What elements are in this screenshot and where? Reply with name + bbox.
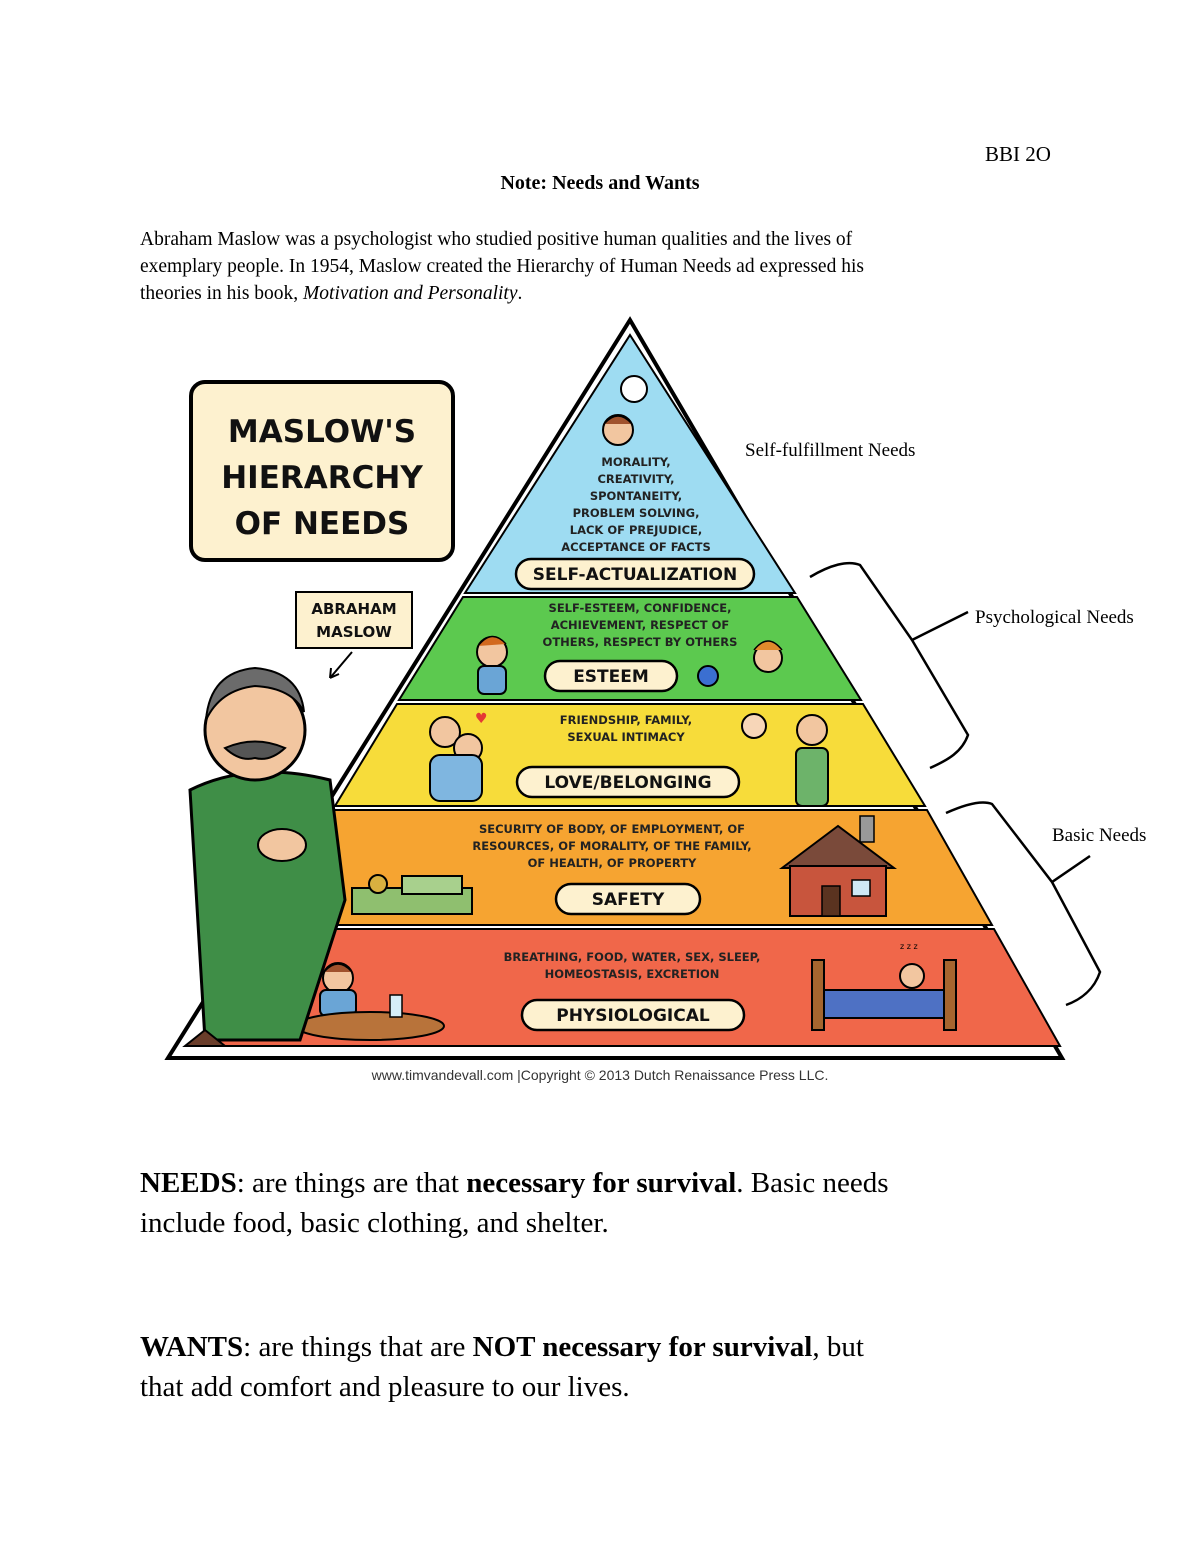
self-actualization-desc-2: CREATIVITY, — [597, 472, 674, 486]
intro-line-1: Abraham Maslow was a psychologist who st… — [140, 229, 853, 250]
love-desc-1: FRIENDSHIP, FAMILY, — [560, 713, 692, 727]
love-desc-2: SEXUAL INTIMACY — [567, 730, 685, 744]
safety-desc-3: OF HEALTH, OF PROPERTY — [528, 856, 697, 870]
pill-self-actualization — [514, 557, 756, 591]
safety-desc-2: RESOURCES, OF MORALITY, OF THE FAMILY, — [472, 839, 751, 853]
basic-needs-label: Basic Needs — [1052, 825, 1146, 846]
maslow-character-illustration — [182, 666, 347, 1047]
psychological-brace — [809, 561, 970, 770]
level-name-physiological: PHYSIOLOGICAL — [556, 1006, 710, 1026]
intro-period: . — [517, 283, 523, 304]
intro-paragraph: Abraham Maslow was a psychologist who st… — [140, 226, 1060, 307]
pill-love-belonging — [515, 765, 741, 799]
figure-title-line-2: HIERARCHY — [221, 460, 423, 496]
safety-desc-1: SECURITY OF BODY, OF EMPLOYMENT, OF — [479, 822, 745, 836]
pill-esteem — [543, 659, 679, 693]
esteem-desc-1: SELF-ESTEEM, CONFIDENCE, — [549, 601, 732, 615]
page-title: Note: Needs and Wants — [500, 172, 700, 194]
physiological-desc-1: BREATHING, FOOD, WATER, SEX, SLEEP, — [504, 950, 761, 964]
maslow-pyramid-figure: MORALITY, CREATIVITY, SPONTANEITY, PROBL… — [164, 316, 1146, 1060]
self-actualization-desc-6: ACCEPTANCE OF FACTS — [561, 540, 710, 554]
needs-text-2: . Basic needs — [736, 1167, 889, 1199]
parent-baby-illustration — [741, 713, 829, 807]
arrow-icon — [329, 651, 353, 679]
sleep-zzz-icon: z z z — [900, 942, 918, 951]
level-name-love-belonging: LOVE/BELONGING — [544, 773, 711, 793]
intro-line-3: theories in his book, Motivation and Per… — [140, 280, 1060, 307]
level-name-self-actualization: SELF-ACTUALIZATION — [533, 565, 737, 585]
band-self-actualization — [463, 333, 797, 594]
wants-line-2: that add comfort and pleasure to our liv… — [140, 1371, 630, 1403]
figure-title-card — [189, 380, 455, 562]
self-actualization-desc-4: PROBLEM SOLVING, — [573, 506, 700, 520]
wants-text-2: , but — [812, 1331, 864, 1363]
self-fulfillment-label: Self-fulfillment Needs — [745, 440, 915, 461]
ribbon-icon — [697, 665, 719, 687]
esteem-children-illustration — [476, 635, 783, 695]
needs-text-1: : are things are that — [236, 1167, 467, 1199]
basic-brace — [945, 801, 1102, 1007]
money-stack-illustration — [351, 874, 473, 915]
level-name-esteem: ESTEEM — [573, 667, 649, 687]
book-title: Motivation and Personality — [303, 283, 518, 304]
intro-line-2: exemplary people. In 1954, Maslow create… — [140, 256, 864, 277]
wants-definition: WANTS: are things that are NOT necessary… — [140, 1327, 1090, 1407]
needs-definition: NEEDS: are things are that necessary for… — [140, 1163, 1090, 1243]
wants-term: WANTS — [140, 1331, 244, 1363]
esteem-desc-2: ACHIEVEMENT, RESPECT OF — [551, 618, 730, 632]
wants-text-1: : are things that are — [243, 1331, 473, 1363]
needs-line-2: include food, basic clothing, and shelte… — [140, 1207, 609, 1239]
thinking-boy-illustration — [602, 375, 648, 446]
psychological-label: Psychological Needs — [975, 607, 1134, 628]
band-esteem — [397, 596, 863, 701]
maslow-name-tag — [295, 591, 413, 649]
pill-physiological — [520, 998, 746, 1032]
figure-title-line-3: OF NEEDS — [235, 506, 410, 542]
hugging-couple-illustration: ♥ — [429, 711, 488, 802]
sleeping-child-illustration: z z z — [811, 942, 957, 1031]
course-code: BBI 2O — [985, 142, 1051, 166]
maslow-tag-line-2: MASLOW — [316, 623, 392, 641]
needs-emphasis: necessary for survival — [466, 1167, 737, 1199]
esteem-desc-3: OTHERS, RESPECT BY OTHERS — [543, 635, 738, 649]
figure-credit: www.timvandevall.com |Copyright © 2013 D… — [371, 1067, 829, 1083]
house-illustration — [779, 815, 897, 917]
wants-emphasis: NOT necessary for survival — [472, 1331, 813, 1363]
self-actualization-desc-1: MORALITY, — [601, 455, 670, 469]
needs-term: NEEDS — [140, 1167, 237, 1199]
figure-title-line-1: MASLOW'S — [228, 414, 416, 450]
boy-eating-illustration — [295, 962, 445, 1041]
intro-text: theories in his book, — [140, 283, 304, 304]
pill-safety — [554, 882, 702, 916]
self-actualization-desc-5: LACK OF PREJUDICE, — [570, 523, 702, 537]
heart-icon: ♥ — [475, 711, 488, 727]
physiological-desc-2: HOMEOSTASIS, EXCRETION — [545, 967, 720, 981]
level-name-safety: SAFETY — [592, 890, 665, 910]
self-actualization-desc-3: SPONTANEITY, — [590, 489, 682, 503]
maslow-tag-line-1: ABRAHAM — [311, 600, 396, 618]
